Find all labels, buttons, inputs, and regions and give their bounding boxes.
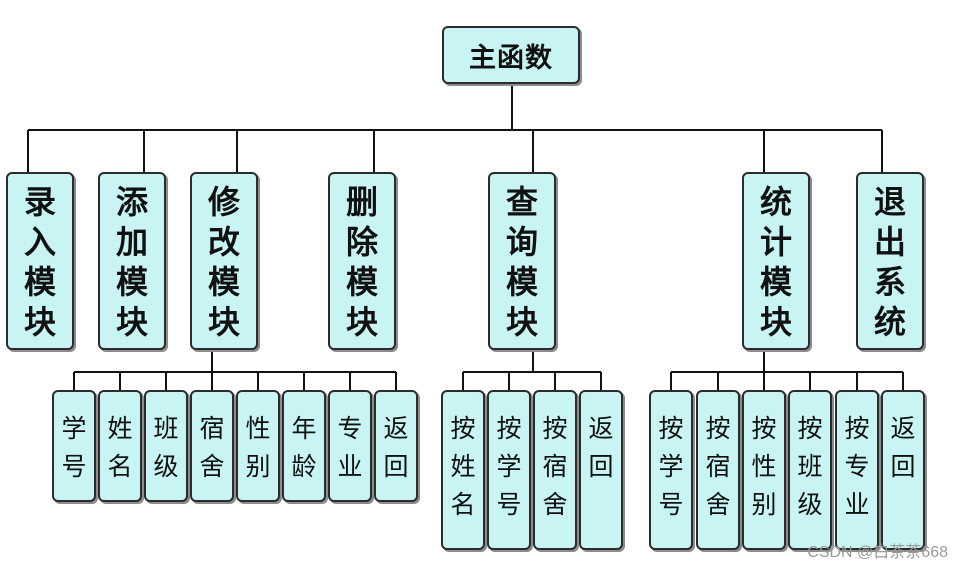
node-xiugai-child-7: 专 业	[328, 390, 372, 502]
node-label: 返 回	[588, 414, 614, 481]
node-label: 查 询 模 块	[505, 183, 538, 341]
node-xiugai-child-4: 宿 舍	[190, 390, 234, 502]
node-tongji-child-4: 按 班 级	[788, 390, 832, 550]
node-root-main-function: 主函数	[442, 26, 580, 84]
node-label: 返 回	[890, 414, 916, 481]
node-chaxun-child-2: 按 学 号	[487, 390, 531, 550]
node-label: 学 号	[61, 414, 87, 481]
node-label: 按 班 级	[797, 414, 823, 519]
node-xiugai-child-2: 姓 名	[98, 390, 142, 502]
node-tongji-child-6: 返 回	[881, 390, 925, 550]
node-tongji-child-2: 按 宿 舍	[696, 390, 740, 550]
node-label: 按 学 号	[658, 414, 684, 519]
node-chaxun-child-4: 返 回	[579, 390, 623, 550]
node-label: 添 加 模 块	[115, 183, 148, 341]
node-label: 姓 名	[107, 414, 133, 481]
node-module-chaxun: 查 询 模 块	[488, 172, 556, 350]
node-label: 录 入 模 块	[23, 183, 56, 341]
node-chaxun-child-3: 按 宿 舍	[533, 390, 577, 550]
node-label: 统 计 模 块	[759, 183, 792, 341]
node-xiugai-child-5: 性 别	[236, 390, 280, 502]
node-module-tuichu: 退 出 系 统	[856, 172, 924, 350]
node-label: 返 回	[383, 414, 409, 481]
node-label: 退 出 系 统	[873, 183, 906, 341]
node-label: 专 业	[337, 414, 363, 481]
node-module-tongji: 统 计 模 块	[742, 172, 810, 350]
node-xiugai-child-8: 返 回	[374, 390, 418, 502]
node-module-xiugai: 修 改 模 块	[190, 172, 258, 350]
node-xiugai-child-3: 班 级	[144, 390, 188, 502]
watermark-text: CSDN @白茶茶668	[807, 544, 948, 561]
node-label: 年 龄	[291, 414, 317, 481]
node-tongji-child-3: 按 性 别	[742, 390, 786, 550]
node-label: 删 除 模 块	[345, 183, 378, 341]
node-module-shanchu: 删 除 模 块	[328, 172, 396, 350]
node-tongji-child-5: 按 专 业	[835, 390, 879, 550]
node-label: 按 宿 舍	[705, 414, 731, 519]
node-module-luru: 录 入 模 块	[6, 172, 74, 350]
node-label: 主函数	[469, 42, 553, 74]
node-chaxun-child-1: 按 姓 名	[441, 390, 485, 550]
node-label: 按 学 号	[496, 414, 522, 519]
node-label: 按 专 业	[844, 414, 870, 519]
node-tongji-child-1: 按 学 号	[649, 390, 693, 550]
node-xiugai-child-1: 学 号	[52, 390, 96, 502]
node-label: 按 姓 名	[450, 414, 476, 519]
node-xiugai-child-6: 年 龄	[282, 390, 326, 502]
node-label: 按 性 别	[751, 414, 777, 519]
node-label: 按 宿 舍	[542, 414, 568, 519]
node-label: 性 别	[245, 414, 271, 481]
node-module-tianjia: 添 加 模 块	[98, 172, 166, 350]
node-label: 修 改 模 块	[207, 183, 240, 341]
node-label: 宿 舍	[199, 414, 225, 481]
node-label: 班 级	[153, 414, 179, 481]
